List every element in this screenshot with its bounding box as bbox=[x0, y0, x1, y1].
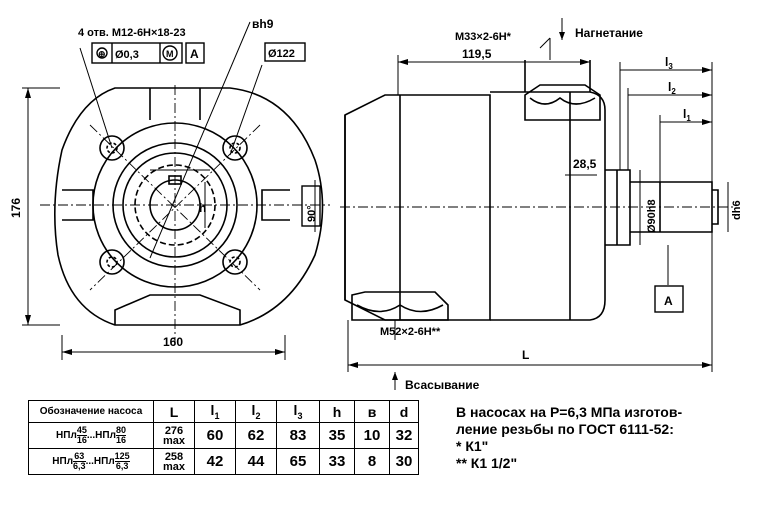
header-l1: l1 bbox=[194, 400, 236, 423]
dim-l2: l2 bbox=[668, 80, 676, 96]
cell-l3: 83 bbox=[276, 422, 320, 449]
diam-122: Ø122 bbox=[268, 48, 295, 60]
position-symbol: ⊕ bbox=[98, 49, 106, 59]
thread-note: В насосах на Р=6,3 МПа изготов- ление ре… bbox=[456, 404, 756, 472]
key-fit: вh9 bbox=[252, 17, 274, 31]
cell-l3: 65 bbox=[276, 448, 320, 475]
cell-v: 10 bbox=[354, 422, 390, 449]
header-l2: l2 bbox=[235, 400, 277, 423]
header-l3: l3 bbox=[276, 400, 320, 423]
inlet-thread: М52×2-6Н** bbox=[380, 326, 441, 338]
datum-box-a: A bbox=[664, 294, 673, 308]
note-line-4: ** К1 1/2" bbox=[456, 455, 518, 471]
angle-90: 90° bbox=[306, 205, 318, 222]
datum-ref: A bbox=[190, 47, 199, 61]
dim-l1: l1 bbox=[683, 107, 691, 123]
dim-l3: l3 bbox=[665, 55, 673, 71]
tolerance-value: Ø0,3 bbox=[115, 49, 139, 61]
cell-l1: 60 bbox=[194, 422, 236, 449]
side-view bbox=[344, 60, 719, 321]
front-view bbox=[54, 87, 324, 326]
inlet-label: Всасывание bbox=[405, 378, 480, 392]
note-line-1: В насосах на Р=6,3 МПа изготов- bbox=[456, 404, 683, 420]
note-line-3: * К1" bbox=[456, 438, 489, 454]
header-designation: Обозначение насоса bbox=[28, 400, 154, 423]
holes-callout: 4 отв. М12-6Н×18-23 bbox=[78, 27, 186, 39]
dim-28-5: 28,5 bbox=[573, 157, 597, 171]
outlet-thread: М33×2-6Н* bbox=[455, 31, 512, 43]
note-line-2: ление резьбы по ГОСТ 6111-52: bbox=[456, 421, 674, 437]
table-header-row: Обозначение насоса L l1 l2 l3 h в d bbox=[28, 400, 419, 423]
shaft-diameter: Ø90h8 bbox=[646, 199, 658, 233]
cell-l1: 42 bbox=[194, 448, 236, 475]
header-d: d bbox=[389, 400, 419, 423]
cell-l2: 44 bbox=[235, 448, 277, 475]
cell-d: 30 bbox=[389, 448, 419, 475]
header-L: L bbox=[153, 400, 195, 423]
header-h: h bbox=[319, 400, 355, 423]
cell-v: 8 bbox=[354, 448, 390, 475]
cell-h: 33 bbox=[319, 448, 355, 475]
cell-h: 35 bbox=[319, 422, 355, 449]
length-l: L bbox=[522, 348, 529, 362]
header-v: в bbox=[354, 400, 390, 423]
cell-l2: 62 bbox=[235, 422, 277, 449]
dim-119-5: 119,5 bbox=[462, 47, 492, 61]
width-160: 160 bbox=[163, 335, 183, 349]
mmc-modifier: M bbox=[166, 49, 174, 59]
h-label: h bbox=[199, 201, 206, 215]
shaft-d: dh6 bbox=[731, 200, 743, 220]
height-176: 176 bbox=[9, 198, 23, 218]
cell-d: 32 bbox=[389, 422, 419, 449]
outlet-label: Нагнетание bbox=[575, 26, 643, 40]
